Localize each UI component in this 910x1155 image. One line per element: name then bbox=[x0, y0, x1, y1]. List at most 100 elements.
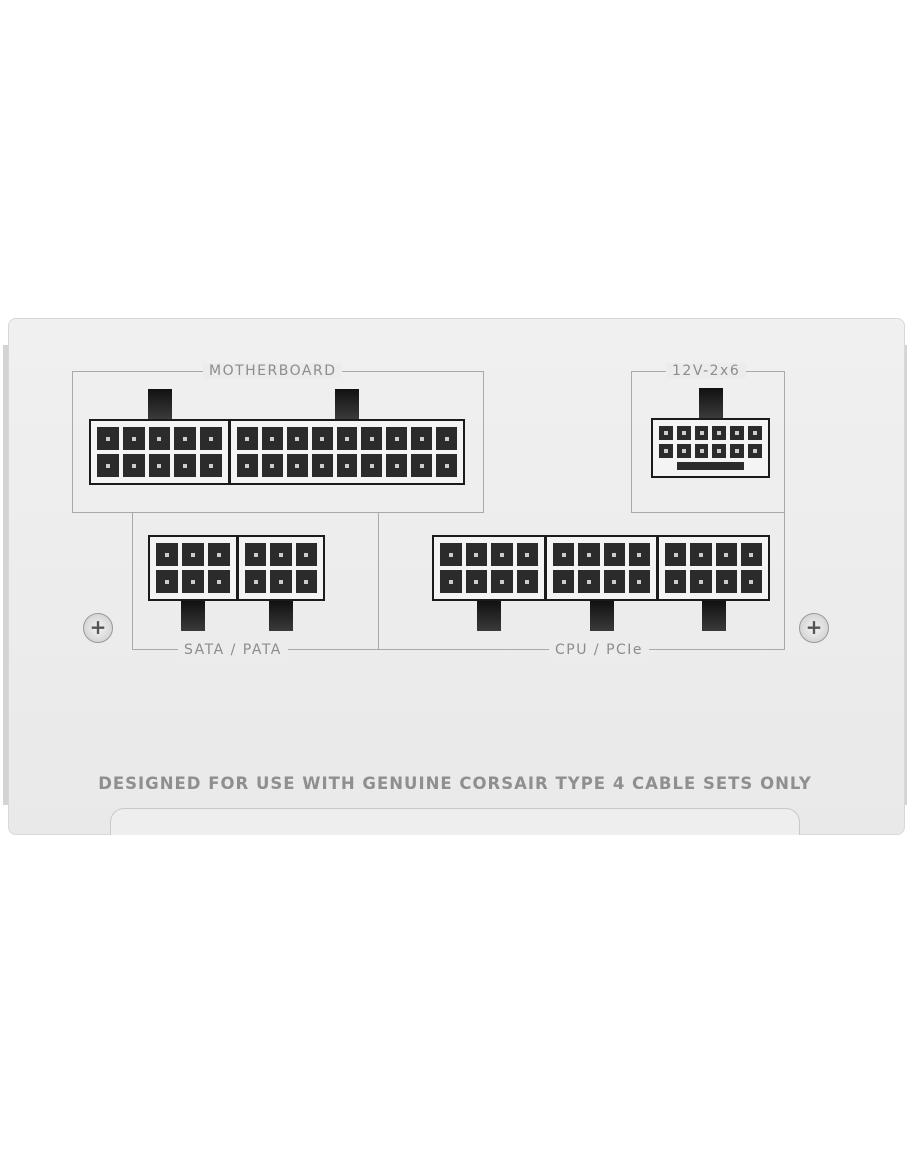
pin bbox=[465, 543, 487, 566]
pin bbox=[491, 570, 513, 593]
12v-2x6-label: 12V-2x6 bbox=[666, 363, 747, 379]
pin bbox=[603, 543, 625, 566]
sata-socket[interactable] bbox=[237, 535, 325, 601]
connector-latch bbox=[589, 601, 614, 631]
connector-latch bbox=[269, 601, 293, 631]
pin bbox=[436, 454, 457, 477]
gpu12v-socket[interactable] bbox=[651, 418, 770, 478]
pin bbox=[516, 543, 538, 566]
pin bbox=[748, 444, 762, 458]
pin bbox=[208, 570, 230, 593]
pin bbox=[628, 543, 650, 566]
screw-icon: + bbox=[799, 613, 829, 643]
pin bbox=[748, 426, 762, 440]
pin bbox=[465, 570, 487, 593]
pin bbox=[386, 427, 408, 450]
connector-latch bbox=[698, 388, 723, 418]
pin bbox=[715, 570, 737, 593]
sata-socket[interactable] bbox=[148, 535, 238, 601]
pin bbox=[122, 454, 145, 477]
pin bbox=[336, 427, 358, 450]
pin bbox=[361, 454, 383, 477]
pin bbox=[182, 570, 204, 593]
connector-latch bbox=[335, 389, 359, 419]
pin bbox=[516, 570, 538, 593]
motherboard-socket[interactable] bbox=[89, 419, 230, 485]
pin bbox=[245, 543, 267, 566]
pin bbox=[712, 444, 727, 458]
connector-latch bbox=[147, 389, 172, 419]
pin bbox=[245, 570, 267, 593]
pin bbox=[270, 543, 292, 566]
pin bbox=[286, 454, 308, 477]
pin bbox=[361, 427, 383, 450]
connector-latch bbox=[181, 601, 205, 631]
pin bbox=[261, 454, 283, 477]
pin bbox=[553, 543, 575, 566]
cable-notice: DESIGNED FOR USE WITH GENUINE CORSAIR TY… bbox=[98, 774, 812, 793]
pin bbox=[270, 570, 292, 593]
pin bbox=[174, 454, 197, 477]
pin bbox=[237, 454, 258, 477]
cpu-socket[interactable] bbox=[657, 535, 770, 601]
pin bbox=[311, 454, 333, 477]
panel-bottom-tab bbox=[110, 808, 800, 835]
pin bbox=[676, 444, 691, 458]
pin bbox=[122, 427, 145, 450]
pin bbox=[712, 426, 727, 440]
pin bbox=[436, 427, 457, 450]
pin bbox=[295, 570, 317, 593]
pin bbox=[665, 543, 687, 566]
pin bbox=[148, 454, 171, 477]
pin bbox=[578, 543, 600, 566]
pin bbox=[440, 543, 462, 566]
pin bbox=[386, 454, 408, 477]
pin bbox=[200, 427, 222, 450]
sense-pins bbox=[676, 462, 745, 470]
pin bbox=[295, 543, 317, 566]
pin bbox=[182, 543, 204, 566]
pin bbox=[148, 427, 171, 450]
pin bbox=[690, 570, 712, 593]
pin bbox=[311, 427, 333, 450]
pin bbox=[715, 543, 737, 566]
pin bbox=[694, 426, 709, 440]
pin bbox=[659, 426, 673, 440]
pin bbox=[200, 454, 222, 477]
pin bbox=[659, 444, 673, 458]
pin bbox=[665, 570, 687, 593]
cpu-pcie-label: CPU / PCIe bbox=[549, 642, 650, 658]
pin bbox=[491, 543, 513, 566]
pin bbox=[553, 570, 575, 593]
pin bbox=[411, 427, 433, 450]
pin bbox=[336, 454, 358, 477]
pin bbox=[97, 454, 119, 477]
pin bbox=[174, 427, 197, 450]
pin bbox=[208, 543, 230, 566]
pin bbox=[740, 570, 762, 593]
pin bbox=[694, 444, 709, 458]
screw-icon: + bbox=[83, 613, 113, 643]
pin bbox=[628, 570, 650, 593]
pin bbox=[237, 427, 258, 450]
pin bbox=[730, 444, 745, 458]
pin bbox=[411, 454, 433, 477]
motherboard-label: MOTHERBOARD bbox=[203, 363, 343, 379]
motherboard-socket[interactable] bbox=[229, 419, 465, 485]
pin bbox=[730, 426, 745, 440]
pin bbox=[261, 427, 283, 450]
cpu-socket[interactable] bbox=[432, 535, 546, 601]
pin bbox=[286, 427, 308, 450]
pin bbox=[676, 426, 691, 440]
pin bbox=[156, 543, 178, 566]
pin bbox=[578, 570, 600, 593]
connector-latch bbox=[477, 601, 501, 631]
cpu-socket[interactable] bbox=[545, 535, 658, 601]
pin bbox=[740, 543, 762, 566]
psu-side-edge bbox=[3, 345, 9, 805]
pin bbox=[603, 570, 625, 593]
pin bbox=[156, 570, 178, 593]
sata-label: SATA / PATA bbox=[178, 642, 288, 658]
pin bbox=[97, 427, 119, 450]
pin bbox=[440, 570, 462, 593]
